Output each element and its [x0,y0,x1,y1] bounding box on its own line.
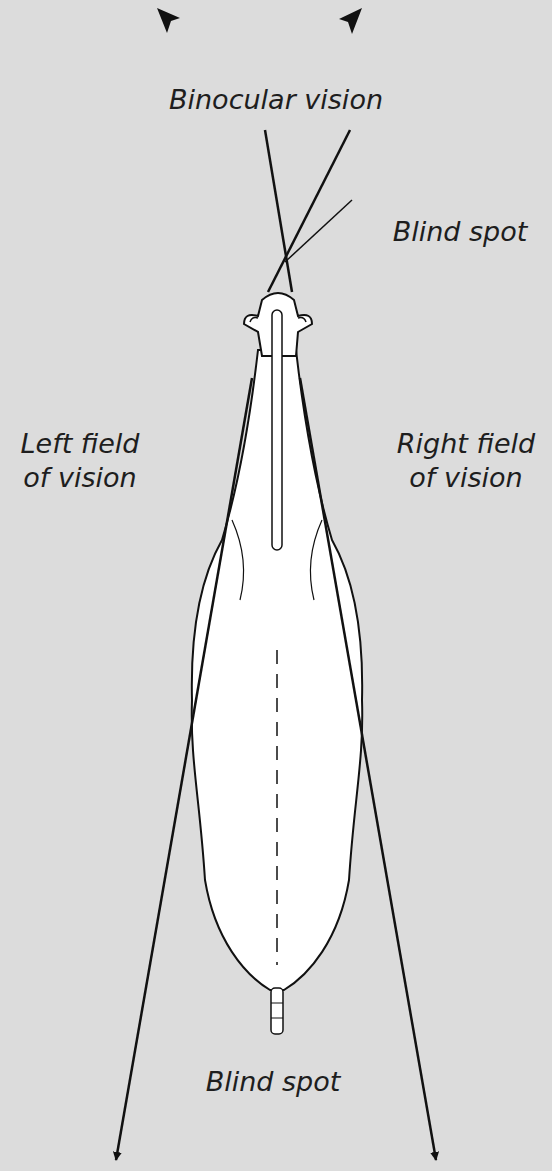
field-label: Binocular vision [116,83,436,117]
field-label: Blind spot [375,215,545,249]
shoulder-line [232,520,244,600]
leader-line [285,200,352,262]
horse-ear [250,318,258,323]
arrow-head [339,8,362,34]
horse-mane [272,310,282,550]
field-line [116,378,252,1160]
tail-mark [271,1018,283,1019]
center-line [276,650,278,965]
field-label: Blind spot [173,1065,373,1099]
tail-mark [271,1003,283,1004]
shoulder-line [310,520,322,600]
field-line [300,378,436,1160]
sight-line [265,130,292,292]
arrow-head [157,8,180,33]
horse-tail [271,988,283,1034]
horse-ear [298,318,306,323]
sight-line [268,130,350,292]
field-label: Right field of vision [386,427,546,495]
field-label: Left field of vision [5,427,155,495]
